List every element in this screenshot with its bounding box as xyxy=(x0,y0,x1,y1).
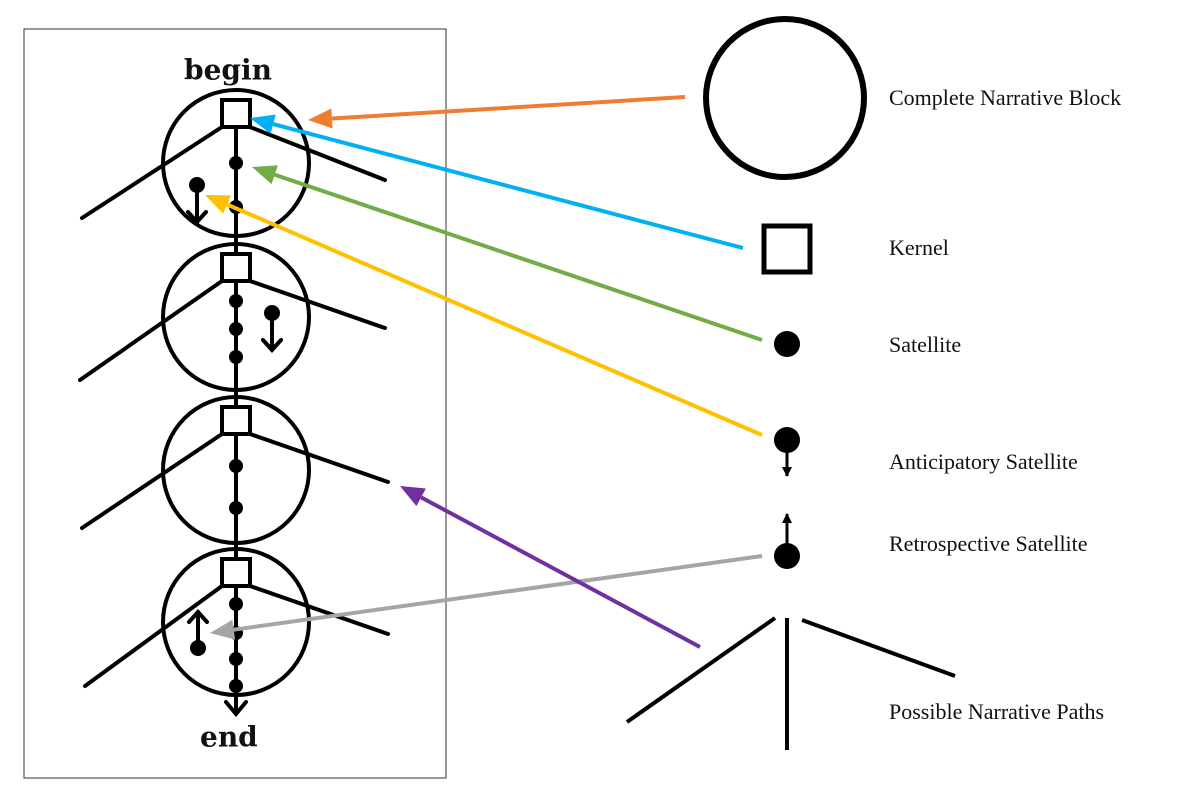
legend-label-satellite: Satellite xyxy=(889,332,962,357)
legend-label-paths: Possible Narrative Paths xyxy=(889,699,1105,724)
arrowhead-icon xyxy=(308,108,333,129)
kernel-square xyxy=(220,557,252,588)
arrow-down-icon xyxy=(186,210,208,225)
narrative-path-line xyxy=(83,584,224,688)
kernel-square-icon xyxy=(761,223,813,275)
arrowhead-icon xyxy=(205,195,231,214)
path-line-icon xyxy=(625,616,777,724)
satellite-dot xyxy=(229,501,243,515)
end-label: end xyxy=(200,720,258,754)
end-arrow-icon xyxy=(224,700,248,718)
pointer-arrow-block xyxy=(331,95,686,121)
narrative-block xyxy=(83,547,390,718)
block-circle-icon xyxy=(703,16,867,180)
satellite-dot xyxy=(229,294,243,308)
path-line-icon xyxy=(801,618,956,678)
satellite-dot xyxy=(229,652,243,666)
narrative-path-line xyxy=(248,125,387,182)
narrative-path-line xyxy=(80,125,224,220)
arrowhead-icon xyxy=(400,486,426,507)
kernel-square xyxy=(220,252,252,283)
arrowhead-icon xyxy=(210,619,236,640)
figure-frame xyxy=(23,28,447,779)
narrative-path-line xyxy=(248,432,390,484)
pointer-arrow-retrospective xyxy=(233,554,763,632)
satellite-dot xyxy=(229,156,243,170)
arrowhead-icon xyxy=(252,165,278,185)
narrative-block xyxy=(78,242,387,409)
legend-label-anticipatory: Anticipatory Satellite xyxy=(889,449,1078,474)
legend-label-block: Complete Narrative Block xyxy=(889,85,1122,110)
narrative-path-line xyxy=(248,279,387,330)
satellite-dot-icon xyxy=(774,331,800,357)
satellite-dot xyxy=(229,322,243,336)
pointer-arrow-anticipatory xyxy=(226,202,763,437)
satellite-dot xyxy=(229,679,243,693)
pointer-arrow-paths xyxy=(420,495,701,649)
narrative-path-line xyxy=(78,279,224,382)
pointer-arrow-satellite xyxy=(274,172,763,342)
narrative-block xyxy=(80,395,390,562)
legend-label-kernel: Kernel xyxy=(889,235,949,260)
satellite-dot xyxy=(229,597,243,611)
kernel-square xyxy=(220,405,252,436)
arrow-down-icon xyxy=(261,338,283,353)
satellite-dot xyxy=(229,459,243,473)
narrative-path-line xyxy=(80,432,224,530)
arrowhead-icon xyxy=(250,114,276,134)
begin-label: begin xyxy=(184,53,272,87)
legend-label-retrospective: Retrospective Satellite xyxy=(889,531,1088,556)
narrative-block xyxy=(80,88,387,255)
satellite-dot xyxy=(229,350,243,364)
pointer-arrow-kernel xyxy=(272,122,744,250)
arrow-up-icon xyxy=(187,609,209,624)
narrative-path-line xyxy=(248,584,390,636)
kernel-square xyxy=(220,98,252,129)
